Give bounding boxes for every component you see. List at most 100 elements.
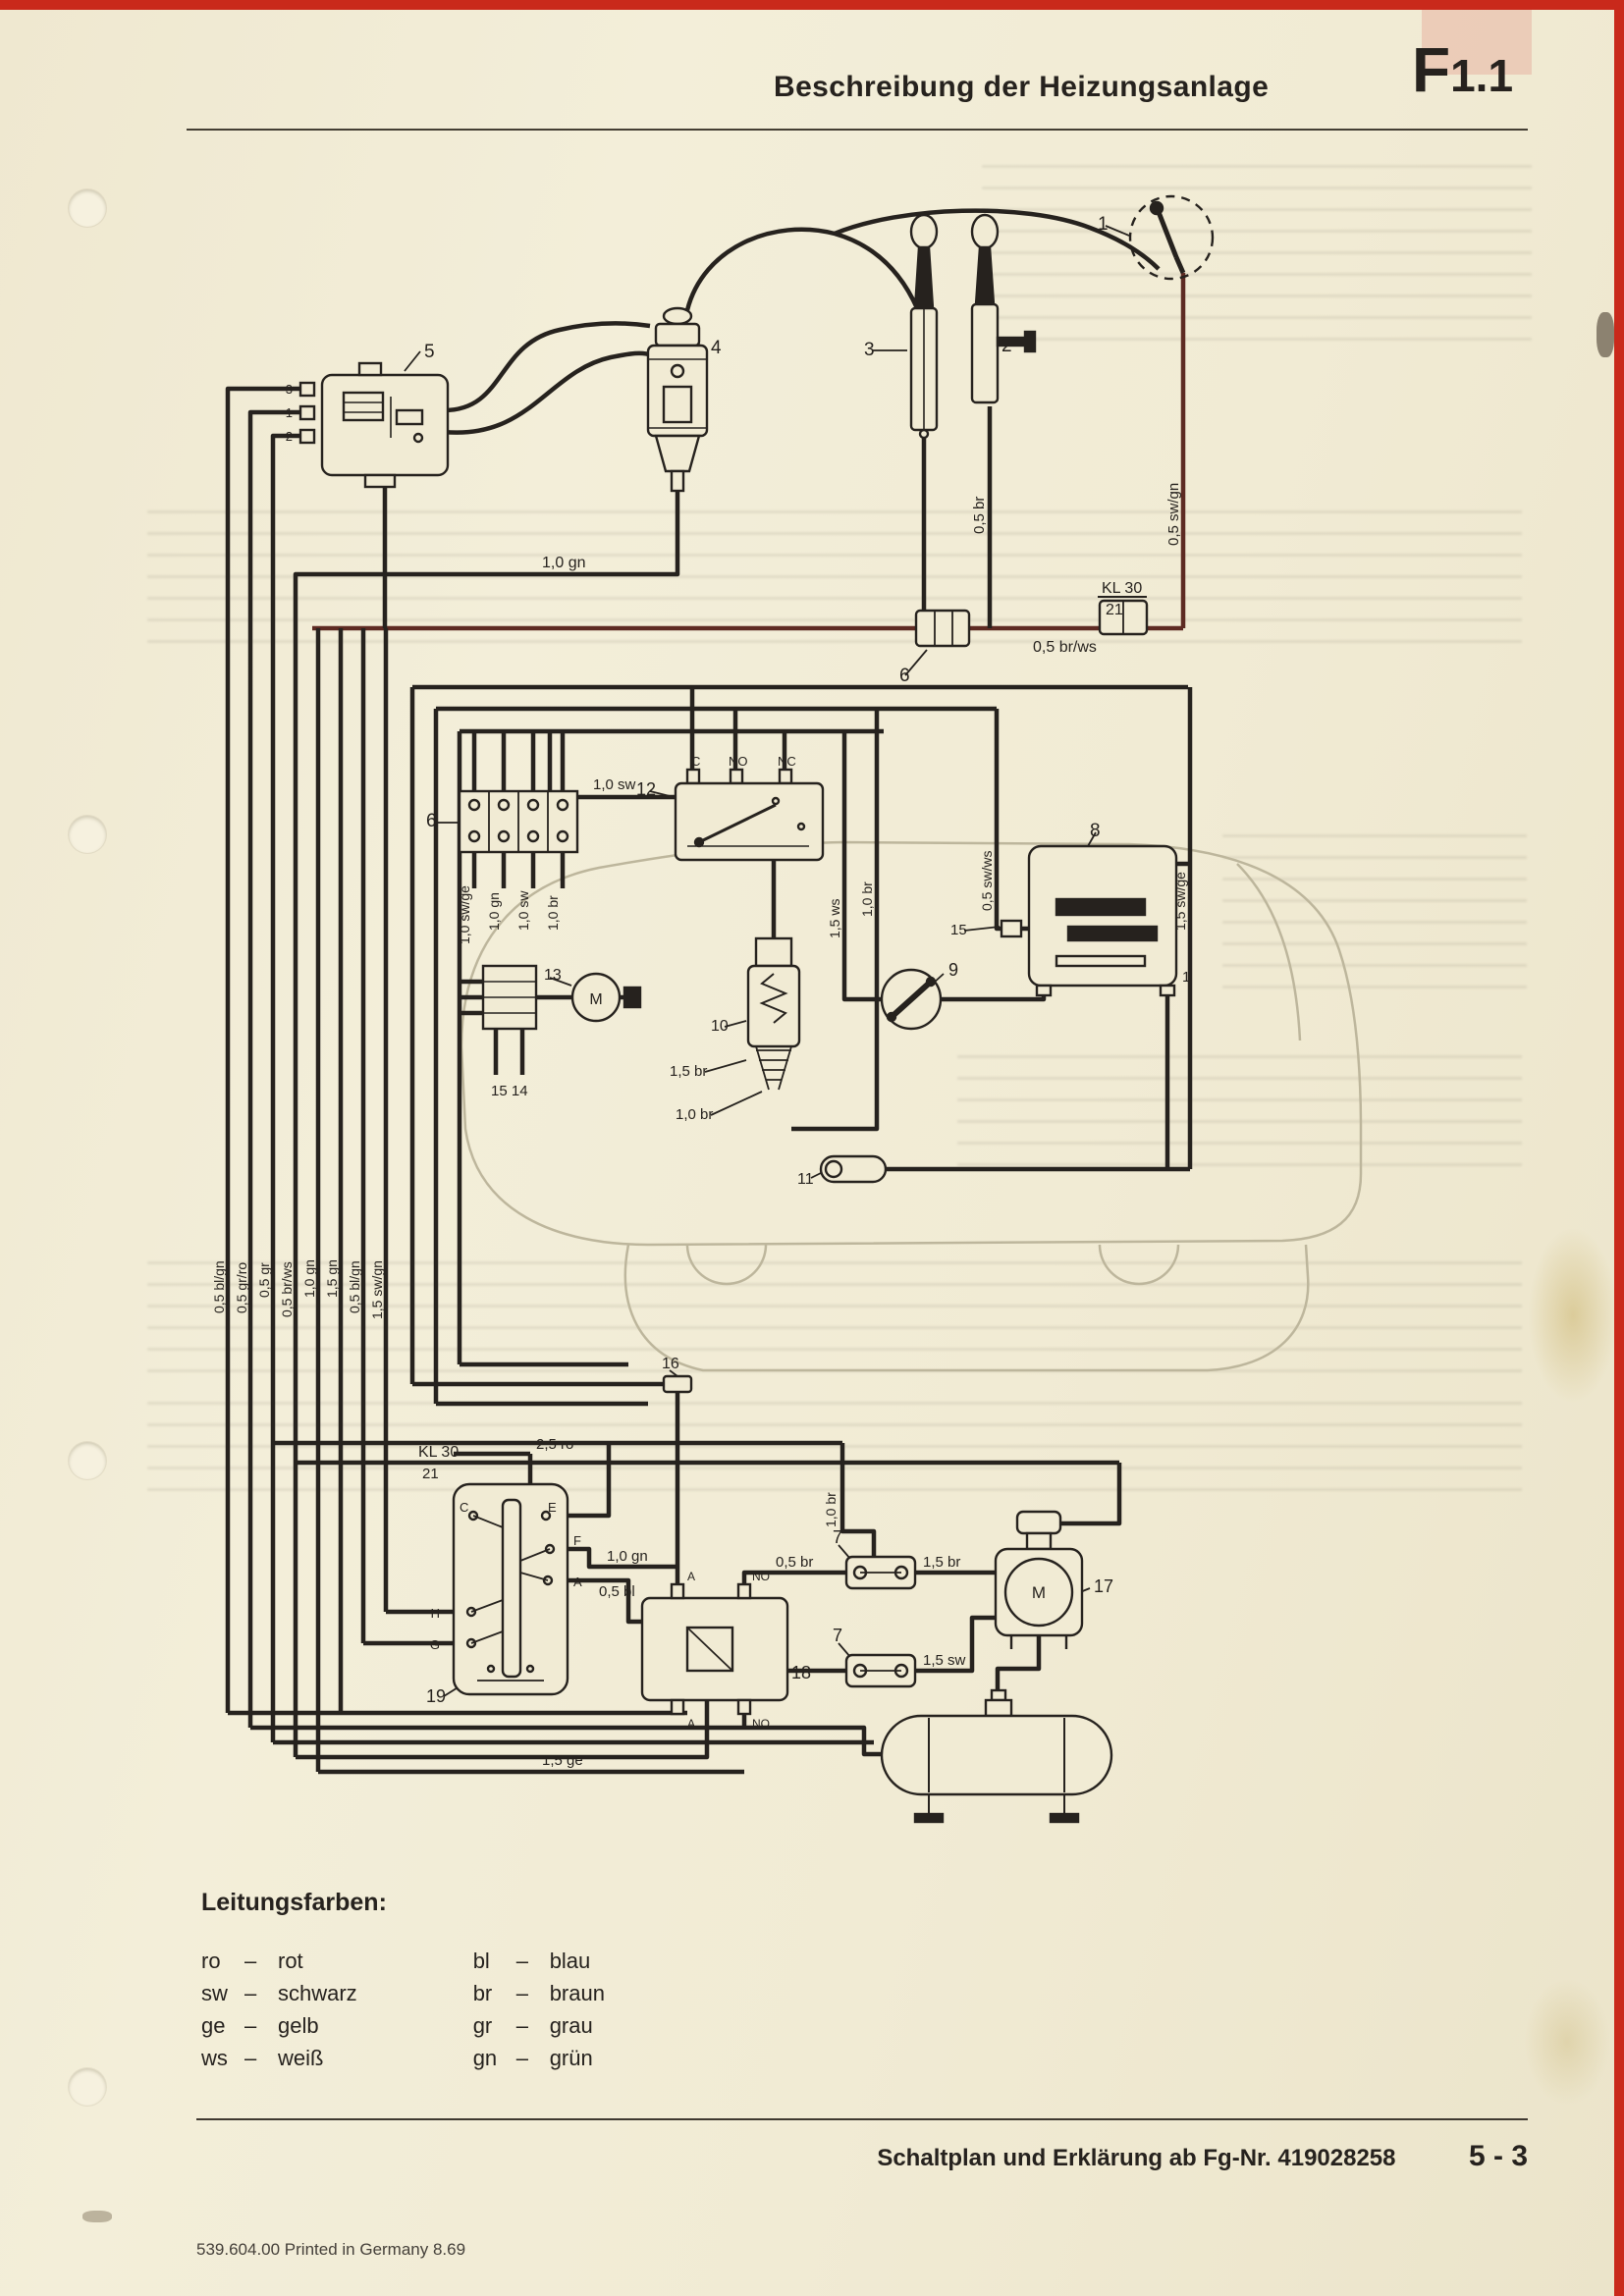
page-border-top: [0, 0, 1624, 10]
legend-abbr: gr: [472, 2013, 493, 2038]
wire-label: 0,5 gr/ro: [234, 1262, 249, 1313]
wire-label: H: [431, 1606, 440, 1621]
wire-label: M: [1032, 1583, 1046, 1602]
wire-brown-white-run: [312, 273, 1186, 631]
header-rule: [187, 129, 1528, 131]
vehicle-outline: [460, 840, 1363, 1372]
wire-label: NC: [778, 754, 796, 769]
wire-label: 16: [662, 1356, 679, 1372]
legend-color-name: rot: [278, 1949, 303, 1973]
wire-label: 1,5 ws: [827, 899, 842, 938]
wire-label: 10: [711, 1018, 729, 1035]
wire-label: 15 14: [491, 1083, 528, 1099]
wire-label: 7: [833, 1626, 842, 1645]
legend-abbr: ro: [201, 1949, 221, 1973]
relay-18: [640, 1582, 789, 1716]
fuse-block-6: [458, 789, 579, 854]
wire-label: 1,0 gn: [301, 1259, 317, 1298]
legend-separator: –: [244, 1981, 257, 2005]
page-title: Beschreibung der Heizungsanlage: [774, 71, 1270, 103]
wire-label: 5: [424, 342, 435, 362]
wire-label: M: [589, 991, 602, 1008]
section-code: F1.1: [1412, 33, 1513, 106]
legend-color-name: gelb: [278, 2013, 319, 2038]
wiring: [225, 208, 1193, 1775]
legend-separator: –: [515, 1949, 528, 1973]
wire-label: 2: [1001, 336, 1012, 356]
legend-color-name: blau: [549, 1949, 591, 1973]
legend-column-1: ro–rot sw–schwarz ge–gelb ws–weiß: [201, 1945, 357, 2074]
legend-entry: gn–grün: [473, 2042, 605, 2074]
wire-label: 1,0 br: [859, 881, 875, 917]
wire-label: 7: [833, 1527, 842, 1547]
blower-motor-13: [481, 964, 642, 1031]
legend-color-name: weiß: [278, 2046, 324, 2070]
control-stalk-2: [970, 213, 1037, 404]
wire-label: 6: [426, 811, 437, 831]
legend-separator: –: [515, 2046, 528, 2070]
ghost-text-block: [957, 1055, 1522, 1178]
legend-entry: ge–gelb: [201, 2009, 357, 2042]
legend-entry: bl –blau: [473, 1945, 605, 1977]
wire-label: 1,0 gn: [607, 1548, 648, 1565]
legend-abbr: gn: [472, 2046, 498, 2070]
wire-label: 0,5 br/ws: [1033, 639, 1097, 656]
imprint: 539.604.00 Printed in Germany 8.69: [196, 2240, 466, 2259]
switch-12: [674, 768, 825, 862]
wire-label: 8: [1090, 821, 1101, 841]
wire-label: 1,5 sw: [923, 1652, 966, 1669]
air-tank: [880, 1688, 1113, 1824]
legend-title: Leitungsfarben:: [201, 1889, 387, 1916]
wire-label: F: [573, 1533, 581, 1548]
wire-label: 6: [899, 666, 910, 686]
wire-label: 18: [791, 1663, 811, 1682]
wire-label: 0,5 br: [971, 497, 988, 534]
fuse-7b: [844, 1653, 917, 1688]
legend-separator: –: [244, 1949, 257, 1973]
wire-label: 1: [1182, 969, 1190, 986]
tab-shadow: [1422, 10, 1532, 75]
relay-5: [298, 361, 450, 489]
connector-kl30-top: [1098, 596, 1149, 636]
wire-label: 1,0 sw: [593, 776, 636, 793]
wire-label: 19: [426, 1686, 446, 1706]
wire-label: 1,5 br: [670, 1063, 707, 1080]
wire-label: G: [430, 1637, 440, 1652]
wire-label: 17: [1094, 1576, 1113, 1596]
ghost-text-block: [982, 165, 1532, 356]
section-code-letter: F: [1412, 34, 1451, 105]
wire-label: 0,5 sw/ws: [979, 851, 995, 911]
wire-label: 9: [948, 960, 958, 980]
wire-label: 12: [636, 779, 656, 799]
fuse-7a: [844, 1555, 917, 1590]
legend-column-2: bl–blau br–braun gr–grau gn–grün: [473, 1945, 605, 2074]
wire-label: 0,5 bl/gn: [211, 1260, 227, 1313]
temp-sender-10: [746, 936, 801, 1091]
wire-label: 21: [422, 1466, 439, 1482]
legend-abbr: bl: [472, 1949, 490, 1973]
switch-1-dashed: [1128, 194, 1215, 281]
footer: Schaltplan und Erklärung ab Fg-Nr. 41902…: [196, 2140, 1528, 2173]
wire-label: NO: [752, 1570, 770, 1583]
wire-label: A: [687, 1570, 695, 1583]
legend-separator: –: [244, 2013, 257, 2038]
wire-label: 4: [711, 338, 722, 358]
wire-label: 2,5 ro: [536, 1436, 573, 1453]
legend-entry: sw–schwarz: [201, 1977, 357, 2009]
wire-label: 1,5 sw/gn: [369, 1260, 385, 1319]
punch-hole: [69, 189, 106, 227]
sensor-11: [819, 1154, 888, 1184]
punch-hole: [69, 2068, 106, 2106]
legend-separator: –: [515, 1981, 528, 2005]
wire-label: 1,0 gn: [486, 892, 502, 931]
wire-label: KL 30: [1102, 580, 1142, 597]
control-stalk-3: [909, 213, 939, 440]
heater-valve-4: [646, 306, 709, 493]
legend-entry: gr–grau: [473, 2009, 605, 2042]
footer-rule: [196, 2118, 1528, 2120]
legend-entry: ro–rot: [201, 1945, 357, 1977]
wire-label: 1,5 sw/ge: [1172, 872, 1188, 931]
wire-label: 0,5 bl/gn: [347, 1260, 362, 1313]
